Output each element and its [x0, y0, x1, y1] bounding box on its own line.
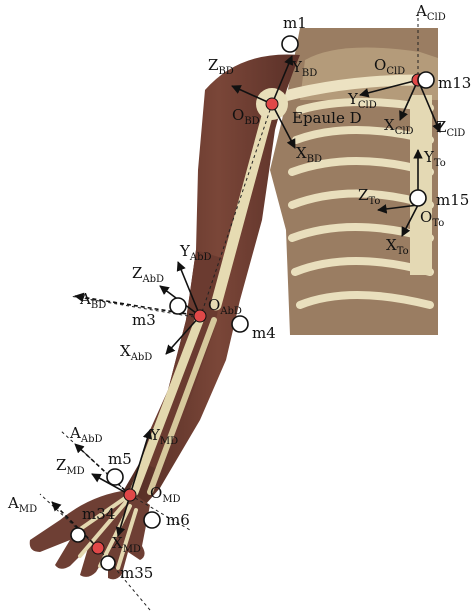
marker-m13 [418, 72, 434, 88]
label-m1: m1 [283, 14, 307, 32]
marker-m15 [410, 190, 426, 206]
label-m3: m3 [132, 311, 156, 329]
label-a-md: AMD [7, 494, 37, 515]
sternum [410, 95, 432, 275]
label-z-md: ZMD [56, 456, 85, 477]
marker-m4 [232, 316, 248, 332]
label-m13: m13 [438, 74, 471, 92]
label-m34: m34 [82, 505, 115, 523]
label-m6: m6 [166, 511, 190, 529]
marker-m1 [282, 36, 298, 52]
marker-m6 [144, 512, 160, 528]
label-a-cld: AClD [415, 2, 446, 23]
label-m15: m15 [436, 191, 469, 209]
label-z-cld: ZClD [436, 118, 465, 139]
label-epaule: Epaule D [292, 109, 362, 127]
label-a-bd: ABD [79, 290, 106, 311]
label-o-md: OMD [150, 484, 181, 505]
label-m5: m5 [108, 450, 132, 468]
label-m4: m4 [252, 324, 276, 342]
joint-abd [194, 310, 206, 322]
label-m35: m35 [120, 564, 153, 582]
marker-m34 [71, 528, 85, 542]
label-a-abd: AAbD [69, 424, 102, 445]
label-z-bd: ZBD [208, 56, 234, 77]
label-x-abd: XAbD [120, 342, 152, 363]
label-z-abd: ZAbD [132, 264, 164, 285]
label-o-to: OTo [420, 208, 444, 229]
marker-m35 [101, 556, 115, 570]
joint-md [124, 489, 136, 501]
marker-m3 [170, 298, 186, 314]
joint-bd [266, 98, 278, 110]
joint-hand [92, 542, 104, 554]
marker-m5 [107, 469, 123, 485]
